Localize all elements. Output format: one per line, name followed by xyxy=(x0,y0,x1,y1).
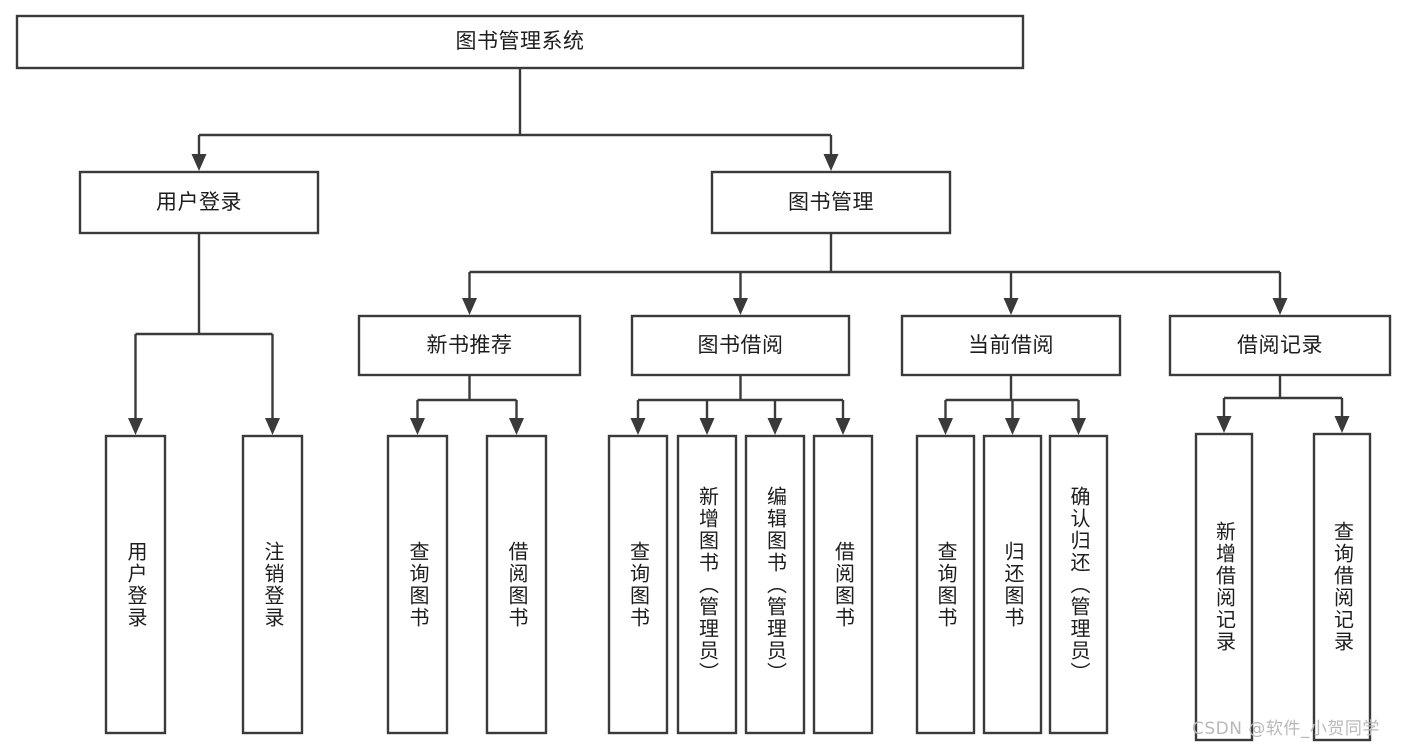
arrow-head-l3_2-0 xyxy=(938,418,953,435)
node-box-root[interactable] xyxy=(15,14,1025,70)
arrow-head-l2_1-3 xyxy=(1272,298,1288,315)
arrow-head-root-0 xyxy=(191,154,207,171)
arrow-head-l3_3-1 xyxy=(1334,416,1350,433)
node-box-leaf_5[interactable] xyxy=(676,434,738,735)
node-box-leaf_10[interactable] xyxy=(1048,434,1109,735)
arrow-head-root-1 xyxy=(823,154,839,171)
arrow-head-l3_2-1 xyxy=(1005,418,1020,435)
arrow-head-l3_0-1 xyxy=(509,418,524,435)
arrow-head-l3_1-3 xyxy=(835,418,851,435)
arrow-head-l3_1-0 xyxy=(630,418,646,435)
node-box-leaf_0[interactable] xyxy=(104,434,167,735)
node-box-l2_0[interactable] xyxy=(78,170,320,235)
node-box-layer xyxy=(15,14,1392,742)
watermark-text: CSDN @软件_小贺同学 xyxy=(1192,719,1380,739)
node-box-leaf_4[interactable] xyxy=(607,434,669,735)
arrow-head-l2_1-2 xyxy=(1003,298,1019,315)
arrow-head-l2_1-1 xyxy=(733,298,748,315)
node-box-leaf_6[interactable] xyxy=(744,434,806,735)
node-box-l3_0[interactable] xyxy=(357,314,582,377)
arrow-head-l2_0-1 xyxy=(265,418,280,435)
node-box-l3_3[interactable] xyxy=(1168,314,1392,377)
node-box-leaf_1[interactable] xyxy=(241,434,304,735)
arrow-head-l2_0-0 xyxy=(128,418,143,435)
node-box-leaf_9[interactable] xyxy=(982,434,1043,735)
node-box-leaf_2[interactable] xyxy=(386,434,449,735)
node-box-l3_1[interactable] xyxy=(630,314,851,377)
node-box-l3_2[interactable] xyxy=(900,314,1122,377)
arrow-head-l3_0-0 xyxy=(410,418,425,435)
connector-layer xyxy=(128,68,1350,435)
arrow-head-l3_1-2 xyxy=(767,418,783,435)
node-box-leaf_11[interactable] xyxy=(1194,432,1254,742)
arrow-head-l2_1-0 xyxy=(462,298,477,315)
arrow-head-l3_2-2 xyxy=(1071,418,1086,435)
node-box-leaf_8[interactable] xyxy=(915,434,976,735)
node-box-leaf_12[interactable] xyxy=(1312,432,1372,742)
node-box-leaf_3[interactable] xyxy=(485,434,548,735)
node-box-leaf_7[interactable] xyxy=(812,434,874,735)
arrow-head-l3_1-1 xyxy=(699,418,715,435)
arrow-head-l3_3-0 xyxy=(1216,416,1232,433)
node-box-l2_1[interactable] xyxy=(710,170,952,235)
